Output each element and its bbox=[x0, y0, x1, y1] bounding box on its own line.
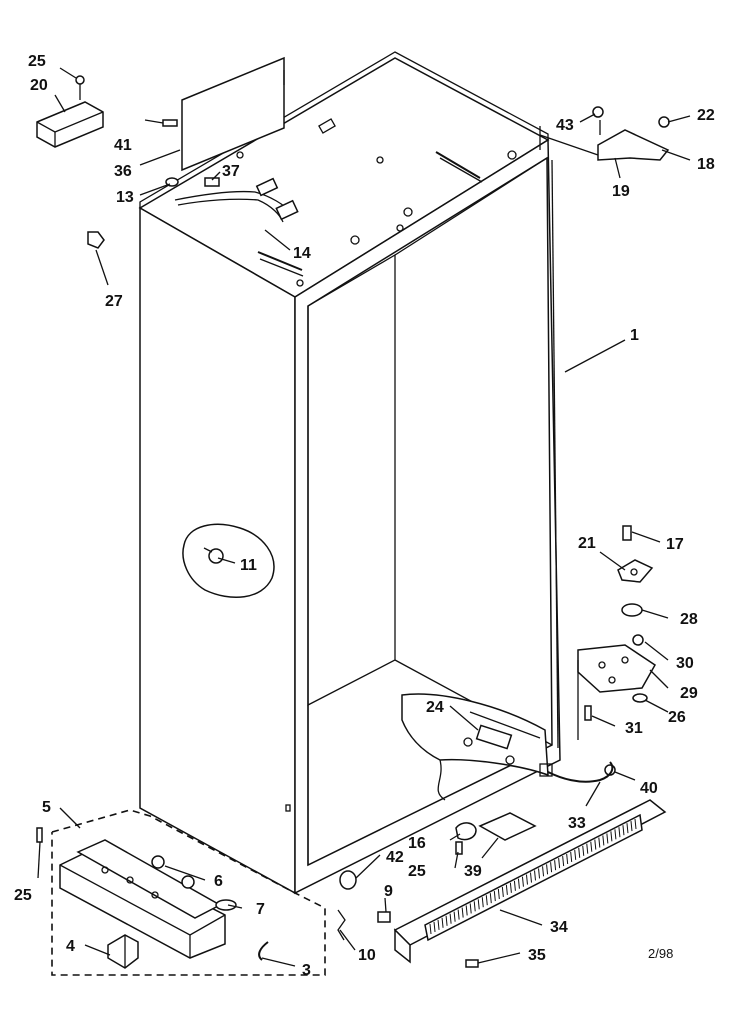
base-assembly-outline bbox=[51, 809, 326, 976]
callout-26: 26 bbox=[668, 709, 686, 726]
callout-5: 5 bbox=[42, 799, 51, 816]
hinge-assembly bbox=[539, 525, 656, 783]
leader-lines bbox=[37, 67, 691, 967]
grille-slot bbox=[610, 831, 613, 842]
callout-35: 35 bbox=[528, 947, 546, 964]
grille-slot bbox=[493, 891, 496, 902]
callout-11: 11 bbox=[240, 557, 257, 574]
callout-20: 20 bbox=[30, 77, 48, 94]
grille-kickplate bbox=[393, 799, 667, 964]
grille-slot bbox=[469, 903, 472, 914]
grille-slot bbox=[582, 845, 585, 856]
grille-slot bbox=[614, 829, 617, 840]
callout-34: 34 bbox=[550, 919, 568, 936]
grille-slot bbox=[574, 849, 577, 860]
callout-33: 33 bbox=[568, 815, 586, 832]
grille-slot bbox=[517, 878, 520, 889]
cabinet-body bbox=[138, 51, 561, 895]
callout-16: 16 bbox=[408, 835, 426, 852]
callout-19: 19 bbox=[612, 183, 630, 200]
grille-slot bbox=[598, 837, 601, 848]
grille-slot bbox=[546, 864, 549, 875]
grille-slot bbox=[513, 880, 516, 891]
grille-slot bbox=[630, 821, 633, 832]
callout-3: 3 bbox=[302, 962, 311, 979]
grille-slot bbox=[501, 886, 504, 897]
callout-25-top: 25 bbox=[28, 53, 46, 70]
callout-6: 6 bbox=[214, 873, 223, 890]
callout-18: 18 bbox=[697, 156, 715, 173]
grille-slot bbox=[570, 851, 573, 862]
grille-slot bbox=[437, 919, 440, 930]
callout-27: 27 bbox=[105, 293, 123, 310]
grille-slot bbox=[534, 870, 537, 881]
grille-slot bbox=[441, 917, 444, 928]
grille-slot bbox=[521, 876, 524, 887]
callout-17: 17 bbox=[666, 536, 684, 553]
grille-slot bbox=[622, 825, 625, 836]
callout-37: 37 bbox=[222, 163, 240, 180]
grille-slot bbox=[473, 901, 476, 912]
grille-slot bbox=[606, 833, 609, 844]
grille-slot bbox=[558, 858, 561, 869]
callout-14: 14 bbox=[293, 245, 311, 262]
grille-slot bbox=[550, 862, 553, 873]
grille-slot bbox=[453, 911, 456, 922]
grille-slot bbox=[618, 827, 621, 838]
grille-slot bbox=[433, 921, 436, 932]
grille-slot bbox=[485, 895, 488, 906]
grille-slot bbox=[594, 839, 597, 850]
callout-22: 22 bbox=[697, 107, 715, 124]
callout-25-left: 25 bbox=[14, 887, 32, 904]
grille-slot bbox=[461, 907, 464, 918]
callout-1: 1 bbox=[630, 327, 639, 344]
grille-slot bbox=[509, 882, 512, 893]
grille-slot bbox=[457, 909, 460, 920]
grille-slot bbox=[465, 905, 468, 916]
grille-slot bbox=[586, 843, 589, 854]
grille-slot bbox=[542, 866, 545, 877]
callout-labels: 1 3 4 5 6 7 9 10 11 13 14 16 17 18 19 20… bbox=[14, 53, 715, 979]
callout-25-mid: 25 bbox=[408, 863, 426, 880]
callout-7: 7 bbox=[256, 901, 265, 918]
grille-slot bbox=[566, 853, 569, 865]
grille-slot bbox=[525, 874, 528, 885]
callout-28: 28 bbox=[680, 611, 698, 628]
callout-9: 9 bbox=[384, 883, 393, 900]
grille-slot bbox=[505, 884, 508, 895]
callout-41: 41 bbox=[114, 137, 132, 154]
grille-slot bbox=[489, 893, 492, 904]
grille-slot bbox=[429, 923, 432, 935]
callout-29: 29 bbox=[680, 685, 698, 702]
grille-slot bbox=[497, 888, 500, 900]
callout-31: 31 bbox=[625, 720, 643, 737]
small-parts bbox=[36, 75, 670, 968]
callout-43: 43 bbox=[556, 117, 574, 134]
callout-30: 30 bbox=[676, 655, 694, 672]
grille-slot bbox=[626, 823, 629, 834]
callout-13: 13 bbox=[116, 189, 134, 206]
callout-40: 40 bbox=[640, 780, 658, 797]
date-code: 2/98 bbox=[648, 946, 673, 961]
grille-slot bbox=[578, 847, 581, 858]
grille-slot bbox=[529, 872, 532, 883]
callout-4: 4 bbox=[66, 938, 75, 955]
grille-slot bbox=[554, 860, 557, 871]
grille-slot bbox=[538, 868, 541, 879]
callout-36: 36 bbox=[114, 163, 132, 180]
callout-42: 42 bbox=[386, 849, 404, 866]
grille-slot bbox=[477, 899, 480, 910]
grille-slot bbox=[562, 856, 565, 867]
grille-slot bbox=[590, 841, 593, 852]
grille-slot bbox=[449, 913, 452, 924]
grille-slot bbox=[481, 897, 484, 908]
callout-39: 39 bbox=[464, 863, 482, 880]
grille-slot bbox=[634, 818, 637, 830]
grille-slot bbox=[602, 835, 605, 846]
callout-24: 24 bbox=[426, 699, 444, 716]
grille-slot bbox=[445, 915, 448, 926]
callout-21: 21 bbox=[578, 535, 596, 552]
callout-10: 10 bbox=[358, 947, 376, 964]
